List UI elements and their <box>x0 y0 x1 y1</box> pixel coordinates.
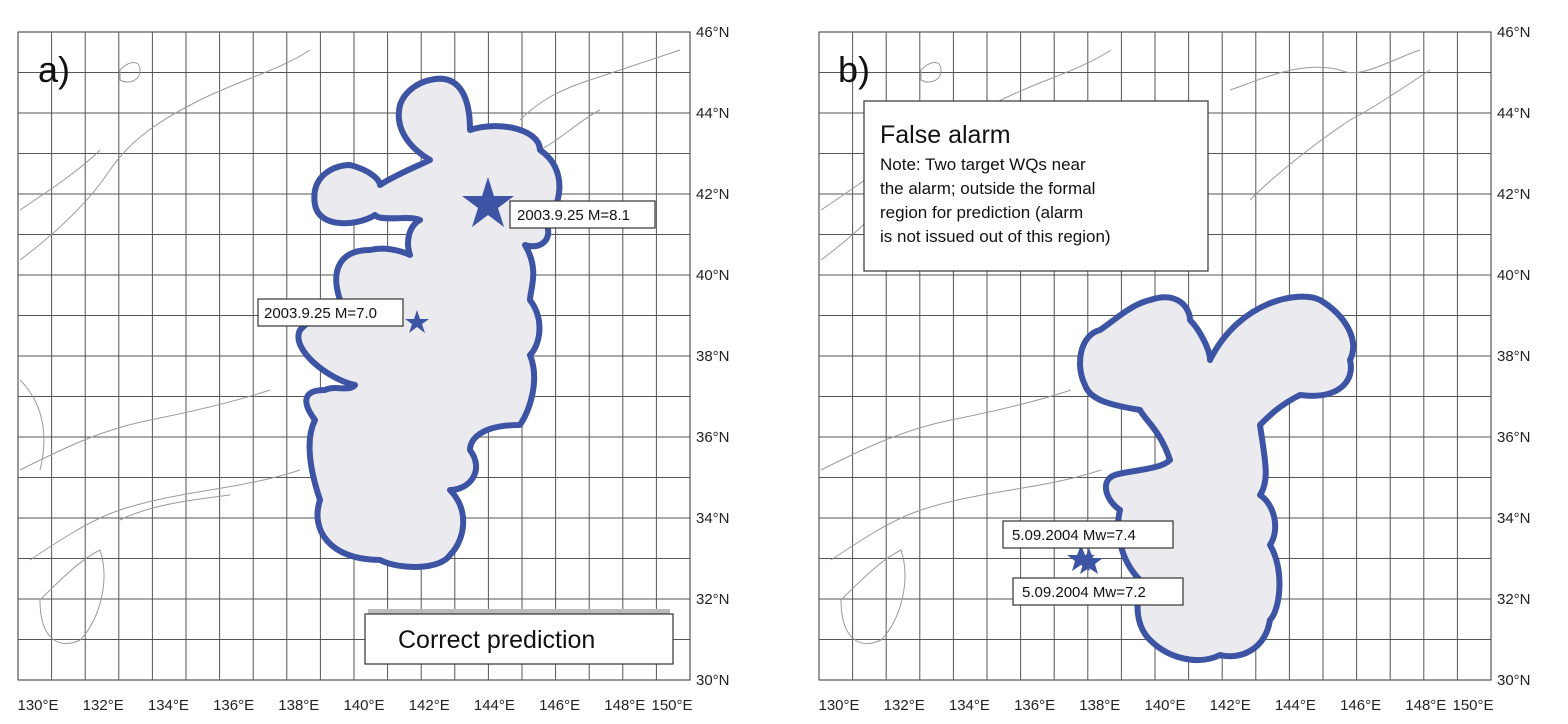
lon-tick-label: 130°E <box>17 697 58 714</box>
lon-tick-label: 134°E <box>148 697 189 714</box>
axis-ticks: 130°E 132°E 134°E 136°E 138°E 140°E 142°E 144°E… <box>17 24 1530 714</box>
event-label-text: 5.09.2004 Mw=7.4 <box>1012 527 1136 544</box>
lon-tick-label: 130°E <box>818 697 859 714</box>
event-label-text: 2003.9.25 M=8.1 <box>517 207 630 224</box>
event-label-b1: 5.09.2004 Mw=7.4 <box>1002 520 1174 549</box>
lat-tick-label: 32°N <box>1497 591 1531 608</box>
result-text: Correct prediction <box>398 626 595 654</box>
lat-tick-label: 36°N <box>1497 429 1531 446</box>
event-label-a1: 2003.9.25 M=8.1 <box>509 200 656 229</box>
panel-b: b) False alarm Note: Two target WQs near… <box>818 31 1492 681</box>
lon-tick-label: 146°E <box>1340 697 1381 714</box>
lat-tick-label: 40°N <box>696 267 730 284</box>
lat-tick-label: 34°N <box>1497 510 1531 527</box>
panel-a-coastlines <box>19 49 681 645</box>
lat-tick-label: 42°N <box>1497 186 1531 203</box>
panel-a-letter: a) <box>38 49 70 90</box>
event-label-a2: 2003.9.25 M=7.0 <box>257 298 404 327</box>
event-label-b2: 5.09.2004 Mw=7.2 <box>1012 577 1184 606</box>
result-box-a: Correct prediction <box>364 609 674 665</box>
lat-tick-label: 36°N <box>696 429 730 446</box>
lat-tick-label: 46°N <box>1497 24 1531 41</box>
event-label-text: 2003.9.25 M=7.0 <box>264 305 377 322</box>
lon-tick-label: 150°E <box>1452 697 1493 714</box>
lon-tick-label: 150°E <box>651 697 692 714</box>
note-line: Note: Two target WQs near <box>880 155 1086 174</box>
lat-tick-label: 38°N <box>696 348 730 365</box>
result-box-b: False alarm Note: Two target WQs near th… <box>863 100 1209 272</box>
event-label-text: 5.09.2004 Mw=7.2 <box>1022 584 1146 601</box>
lon-tick-label: 138°E <box>1079 697 1120 714</box>
lon-tick-label: 136°E <box>1014 697 1055 714</box>
lon-tick-label: 148°E <box>604 697 645 714</box>
lat-tick-label: 46°N <box>696 24 730 41</box>
lon-tick-label: 134°E <box>949 697 990 714</box>
lat-tick-label: 30°N <box>696 672 730 689</box>
lon-tick-label: 140°E <box>343 697 384 714</box>
result-title: False alarm <box>880 121 1011 149</box>
lon-tick-label: 136°E <box>213 697 254 714</box>
note-line: region for prediction (alarm <box>880 203 1083 222</box>
lon-tick-label: 148°E <box>1405 697 1446 714</box>
earthquake-star-icon <box>405 310 429 333</box>
note-line: is not issued out of this region) <box>880 227 1111 246</box>
lat-tick-label: 44°N <box>1497 105 1531 122</box>
lat-tick-label: 30°N <box>1497 672 1531 689</box>
lat-tick-label: 38°N <box>1497 348 1531 365</box>
lon-tick-label: 142°E <box>409 697 450 714</box>
lon-tick-label: 144°E <box>1275 697 1316 714</box>
earthquake-star-icon <box>462 177 514 227</box>
lat-tick-label: 44°N <box>696 105 730 122</box>
earthquake-star-icon <box>1075 548 1103 574</box>
lat-tick-label: 42°N <box>696 186 730 203</box>
lon-tick-label: 132°E <box>884 697 925 714</box>
lon-tick-label: 146°E <box>539 697 580 714</box>
panel-b-alarm-region <box>1077 293 1357 663</box>
lon-tick-label: 138°E <box>278 697 319 714</box>
lat-tick-label: 34°N <box>696 510 730 527</box>
lon-tick-label: 144°E <box>474 697 515 714</box>
note-line: the alarm; outside the formal <box>880 179 1095 198</box>
lon-tick-label: 140°E <box>1144 697 1185 714</box>
lat-tick-label: 40°N <box>1497 267 1531 284</box>
lon-tick-label: 132°E <box>83 697 124 714</box>
lat-tick-label: 32°N <box>696 591 730 608</box>
panel-a: a) 2003.9.25 M=8.1 2003.9.25 M=7.0 Corre… <box>17 31 691 681</box>
panel-b-letter: b) <box>838 49 870 90</box>
lon-tick-label: 142°E <box>1210 697 1251 714</box>
